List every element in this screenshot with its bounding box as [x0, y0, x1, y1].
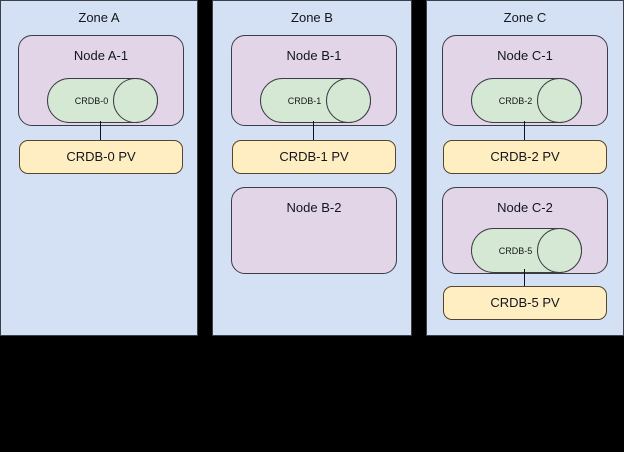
zone-c[interactable]: Zone C Node C-1 CRDB-2 CRDB-2 PV Node C-… [426, 0, 624, 336]
database-cylinder-icon [47, 78, 158, 123]
node-b-2-label: Node B-2 [286, 200, 342, 215]
node-c-1-label: Node C-1 [497, 48, 553, 63]
pv-crdb-0[interactable]: CRDB-0 PV [19, 140, 183, 174]
database-cylinder-icon [471, 228, 582, 273]
connector-node-a-1-to-crdb-0-pv [100, 121, 101, 141]
connector-node-b-1-to-crdb-1-pv [313, 121, 314, 141]
zone-b-label: Zone B [291, 10, 333, 25]
connector-node-c-1-to-crdb-2-pv [524, 121, 525, 141]
database-crdb-0[interactable]: CRDB-0 [47, 78, 158, 123]
node-b-1[interactable]: Node B-1 CRDB-1 [231, 35, 397, 126]
database-crdb-5[interactable]: CRDB-5 [471, 228, 582, 273]
database-cylinder-icon [260, 78, 371, 123]
node-b-1-label: Node B-1 [286, 48, 342, 63]
pv-crdb-5-label: CRDB-5 PV [490, 295, 560, 310]
database-crdb-2[interactable]: CRDB-2 [471, 78, 582, 123]
node-c-1[interactable]: Node C-1 CRDB-2 [442, 35, 608, 126]
zone-a[interactable]: Zone A Node A-1 CRDB-0 CRDB-0 PV [0, 0, 198, 336]
node-a-1-label: Node A-1 [73, 48, 129, 63]
pv-crdb-1-label: CRDB-1 PV [279, 149, 349, 164]
node-c-2[interactable]: Node C-2 CRDB-5 [442, 187, 608, 274]
database-cylinder-icon [471, 78, 582, 123]
connector-node-c-2-to-crdb-5-pv [524, 269, 525, 287]
node-a-1[interactable]: Node A-1 CRDB-0 [18, 35, 184, 126]
zone-c-label: Zone C [503, 10, 547, 25]
database-crdb-1[interactable]: CRDB-1 [260, 78, 371, 123]
pv-crdb-2-label: CRDB-2 PV [490, 149, 560, 164]
pv-crdb-1[interactable]: CRDB-1 PV [232, 140, 396, 174]
pv-crdb-2[interactable]: CRDB-2 PV [443, 140, 607, 174]
node-c-2-label: Node C-2 [497, 200, 553, 215]
node-b-2[interactable]: Node B-2 [231, 187, 397, 274]
pv-crdb-5[interactable]: CRDB-5 PV [443, 286, 607, 320]
pv-crdb-0-label: CRDB-0 PV [66, 149, 136, 164]
zone-a-label: Zone A [78, 10, 120, 25]
zone-b[interactable]: Zone B Node B-1 CRDB-1 CRDB-1 PV Node B-… [212, 0, 412, 336]
